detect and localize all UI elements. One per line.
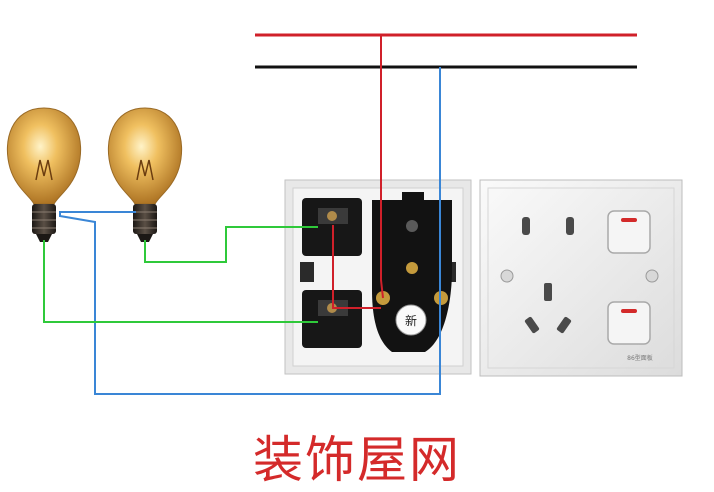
live-wire-bridge [332, 225, 381, 309]
rocker-switch-bottom[interactable] [607, 301, 651, 345]
socket-center-body [372, 200, 452, 352]
switch-panel-back: 新 [284, 179, 472, 375]
mount-slot-top-left [300, 262, 314, 282]
mount-screw-left [500, 269, 514, 283]
front-faceplate: 86型面板 [479, 179, 683, 377]
live-wire-drop [380, 35, 384, 299]
switch-leg-wire-right-bulb [144, 226, 318, 263]
three-pin-socket[interactable] [524, 283, 572, 334]
switch-leg-wire-left-bulb [43, 240, 318, 323]
neutral-return-wire [59, 67, 441, 395]
bulb-right [107, 107, 183, 242]
socket-badge-text: 新 [405, 313, 417, 328]
two-pin-socket[interactable] [522, 217, 574, 235]
rocker-switch-top[interactable] [607, 210, 651, 254]
socket-badge [395, 304, 427, 336]
bulb-left [6, 107, 82, 242]
site-caption: 装饰屋网 [253, 431, 461, 489]
mount-screw-right [645, 269, 659, 283]
faceplate-model-label: 86型面板 [627, 354, 653, 362]
